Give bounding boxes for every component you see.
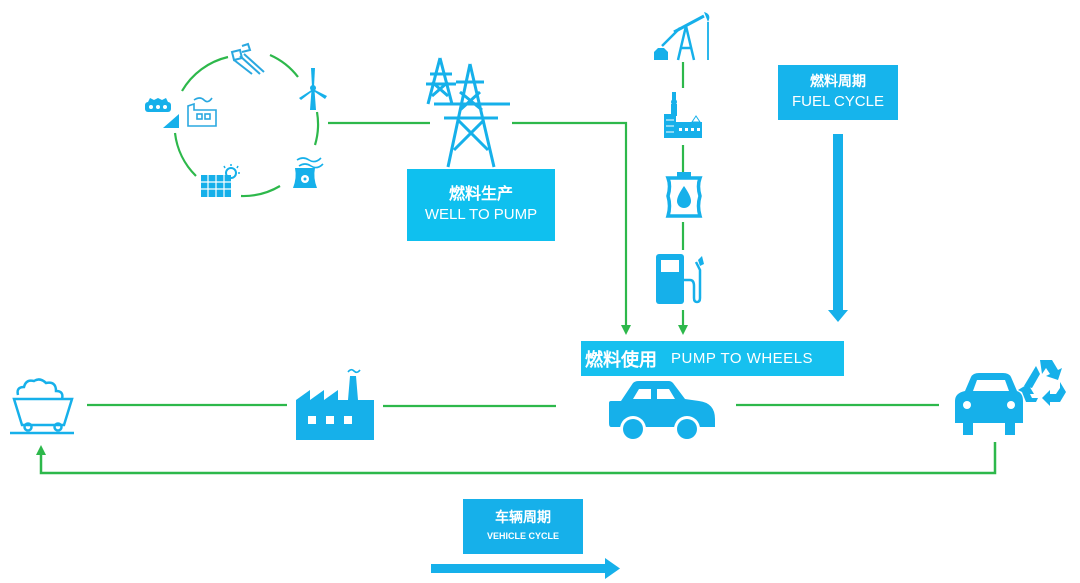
oil-barrel-icon (665, 172, 703, 218)
vehicle-cycle-en: VEHICLE CYCLE (486, 531, 559, 541)
hydro-dam-icon (230, 42, 265, 75)
transmission-tower-icon (426, 57, 510, 168)
nuclear-plant-icon (293, 157, 324, 188)
vehicle-cycle-cn: 车辆周期 (495, 510, 551, 526)
fuel-cycle-label: 燃料周期 FUEL CYCLE (778, 65, 898, 120)
well-to-pump-label: 燃料生产 WELL TO PUMP (407, 169, 555, 241)
factory-icon (296, 368, 374, 440)
fuel-pump-icon (656, 254, 704, 304)
car-side-icon (609, 381, 715, 442)
pump-to-wheels-label: 燃料使用 PUMP TO WHEELS (581, 341, 844, 376)
oil-pump-jack-icon (654, 12, 710, 61)
ore-cart-icon (10, 378, 74, 435)
fuel-cycle-cn: 燃料周期 (810, 74, 866, 90)
solar-panel-icon (201, 164, 240, 197)
pump-to-wheels-en: PUMP TO WHEELS (671, 350, 814, 367)
wind-turbine-icon (299, 68, 327, 110)
energy-cycle-ring (173, 53, 320, 198)
vehicle-chain-connectors (87, 403, 939, 408)
fuel-cycle-arrow (828, 134, 848, 322)
well-to-pump-en: WELL TO PUMP (424, 206, 538, 223)
connector-recycle-to-ore (36, 442, 997, 475)
connector-tower-to-ptw (512, 121, 631, 335)
power-plant-icon (187, 97, 217, 127)
coal-mining-icon (145, 98, 179, 128)
vehicle-cycle-arrow (431, 558, 620, 579)
car-front-icon (955, 373, 1023, 435)
vehicle-cycle-label: 车辆周期 VEHICLE CYCLE (463, 499, 583, 554)
refinery-icon (664, 92, 702, 138)
pump-to-wheels-cn: 燃料使用 (585, 349, 657, 371)
fuel-cycle-en: FUEL CYCLE (792, 93, 884, 110)
well-to-pump-cn: 燃料生产 (448, 184, 513, 203)
recycle-icon (1018, 360, 1066, 406)
